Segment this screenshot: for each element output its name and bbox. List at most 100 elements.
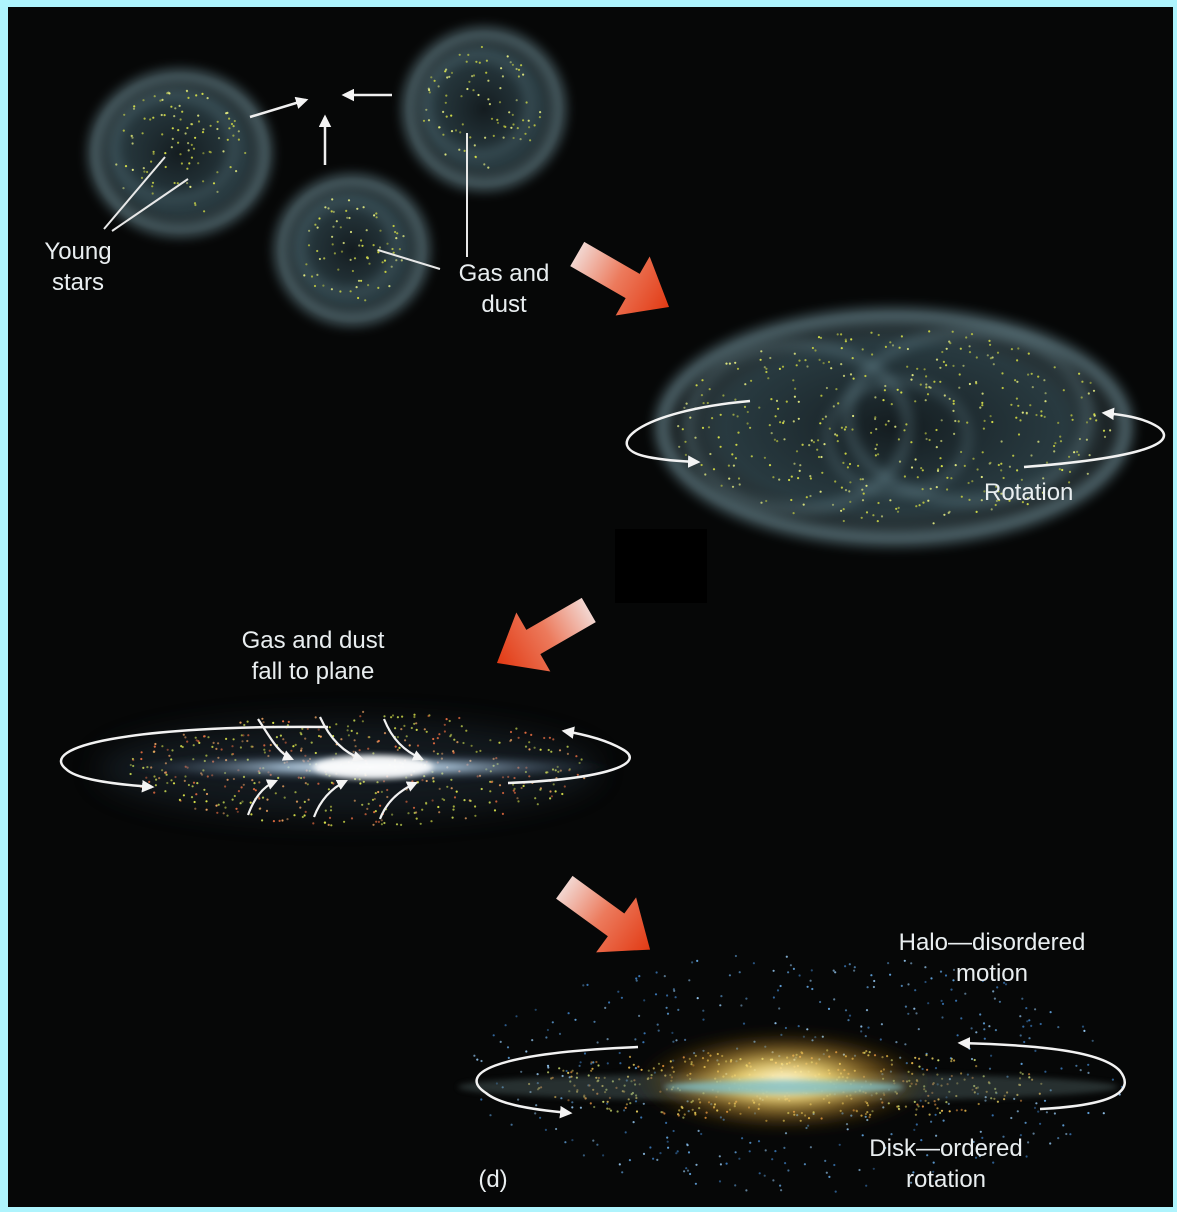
young-stars-line-1: Young (30, 236, 126, 267)
star-speck (794, 353, 796, 355)
star-speck (1021, 1063, 1023, 1065)
star-speck (798, 360, 800, 362)
star-speck (496, 119, 498, 121)
star-speck (184, 736, 186, 738)
star-speck (894, 426, 896, 428)
star-speck (207, 97, 209, 99)
star-speck (520, 1071, 522, 1073)
star-speck (741, 1137, 743, 1139)
star-speck (299, 807, 301, 809)
star-speck (843, 508, 845, 510)
star-speck (259, 807, 261, 809)
star-speck (905, 423, 907, 425)
star-speck (133, 108, 135, 110)
star-speck (828, 1176, 830, 1178)
star-speck (396, 823, 398, 825)
star-speck (1032, 386, 1034, 388)
star-speck (1035, 414, 1037, 416)
star-speck (186, 90, 188, 92)
star-speck (739, 483, 741, 485)
star-speck (933, 381, 935, 383)
young-stars-line-2: stars (30, 267, 126, 298)
star-speck (517, 800, 519, 802)
star-speck (468, 81, 470, 83)
star-speck (820, 491, 822, 493)
star-speck (505, 1024, 507, 1026)
star-speck (188, 784, 190, 786)
star-speck (751, 455, 753, 457)
star-speck (217, 121, 219, 123)
star-speck (834, 433, 836, 435)
star-speck (247, 734, 249, 736)
star-speck (652, 1158, 654, 1160)
star-speck (233, 125, 235, 127)
star-speck (523, 785, 525, 787)
star-speck (567, 1099, 569, 1101)
star-speck (709, 453, 711, 455)
star-speck (943, 514, 945, 516)
star-speck (218, 137, 220, 139)
star-speck (586, 984, 588, 986)
star-speck (195, 793, 197, 795)
star-speck (772, 1179, 774, 1181)
star-speck (1050, 1011, 1052, 1013)
star-speck (914, 989, 916, 991)
star-speck (186, 127, 188, 129)
star-speck (790, 499, 792, 501)
star-speck (429, 91, 431, 93)
star-speck (453, 805, 455, 807)
star-speck (975, 1065, 977, 1067)
star-speck (515, 728, 517, 730)
star-speck (480, 1060, 482, 1062)
star-speck (476, 1059, 478, 1061)
star-speck (335, 723, 337, 725)
star-speck (404, 739, 406, 741)
star-speck (720, 446, 722, 448)
star-speck (776, 400, 778, 402)
star-speck (695, 1164, 697, 1166)
star-speck (262, 797, 264, 799)
star-speck (867, 1027, 869, 1029)
star-speck (596, 1144, 598, 1146)
star-speck (820, 456, 822, 458)
star-speck (393, 225, 395, 227)
star-speck (351, 730, 353, 732)
star-speck (132, 169, 134, 171)
star-speck (568, 1012, 570, 1014)
star-speck (194, 801, 196, 803)
star-speck (939, 381, 941, 383)
star-speck (537, 1073, 539, 1075)
star-speck (356, 732, 358, 734)
star-speck (918, 1105, 920, 1107)
star-speck (811, 969, 813, 971)
star-speck (272, 722, 274, 724)
star-speck (608, 1108, 610, 1110)
star-speck (944, 394, 946, 396)
star-speck (950, 1060, 952, 1062)
star-speck (580, 1107, 582, 1109)
star-speck (965, 336, 967, 338)
star-speck (666, 994, 668, 996)
star-speck (235, 170, 237, 172)
star-speck (899, 347, 901, 349)
star-speck (984, 1100, 986, 1102)
star-speck (919, 504, 921, 506)
star-speck (759, 1172, 761, 1174)
star-speck (993, 363, 995, 365)
star-speck (142, 99, 144, 101)
star-speck (818, 336, 820, 338)
star-speck (988, 1025, 990, 1027)
star-speck (318, 217, 320, 219)
star-speck (665, 1122, 667, 1124)
star-speck (196, 782, 198, 784)
star-speck (1044, 400, 1046, 402)
star-speck (363, 206, 365, 208)
star-speck (232, 799, 234, 801)
star-speck (610, 1110, 612, 1112)
star-speck (806, 365, 808, 367)
star-speck (881, 1023, 883, 1025)
star-speck (633, 1064, 635, 1066)
star-speck (545, 1036, 547, 1038)
star-speck (915, 458, 917, 460)
star-speck (926, 438, 928, 440)
